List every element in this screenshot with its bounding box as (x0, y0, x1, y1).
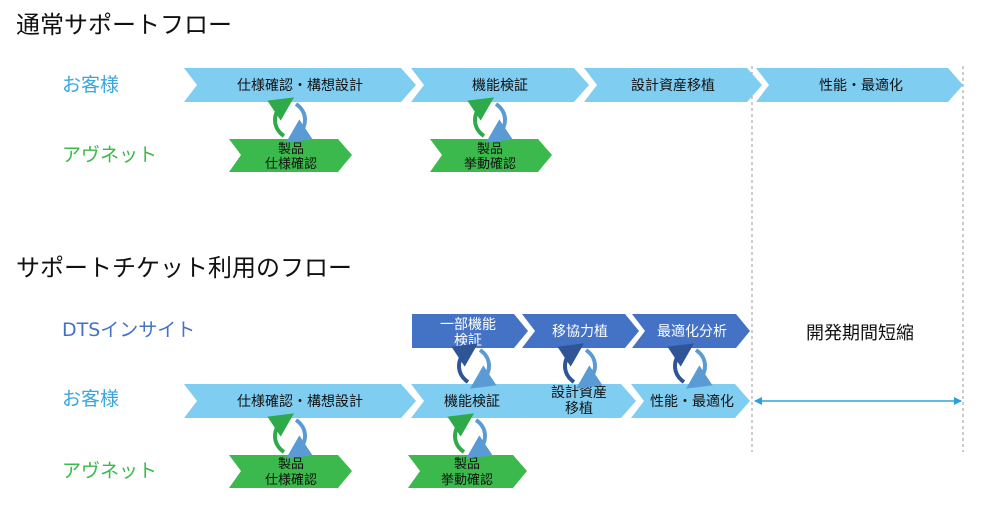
dts-step-3: 最適化分析 (632, 314, 750, 348)
normal-customer-step-1-label: 仕様確認・構想設計 (237, 78, 363, 94)
normal-customer-step-4: 性能・最適化 (756, 68, 963, 102)
normal-avnet-step-1: 製品 仕様確認 (229, 139, 352, 172)
normal-avnet-step-2-line1: 製品 (477, 142, 503, 157)
normal-avnet-step-1-line2: 仕様確認 (265, 156, 317, 172)
cycle-arrow-icon (267, 413, 313, 459)
normal-customer-step-4-label: 性能・最適化 (819, 77, 903, 94)
normal-customer-step-2: 機能検証 (411, 68, 589, 102)
shortened-period-label: 開発期間短縮 (806, 323, 914, 344)
ticket-customer-step-3-line1: 設計資産 (551, 385, 607, 401)
ticket-avnet-step-2: 製品 挙動確認 (408, 455, 527, 488)
ticket-customer-lane-label: お客様 (62, 388, 119, 410)
normal-customer-step-3-label: 設計資産移植 (631, 78, 715, 94)
ticket-avnet-step-2-line2: 挙動確認 (441, 472, 493, 488)
dts-lane-label: DTSインサイト (62, 319, 195, 341)
ticket-avnet-step-1-line2: 仕様確認 (265, 472, 317, 488)
dts-step-2: 移協力植 (522, 314, 639, 348)
dts-step-1-line2: 検証 (454, 333, 482, 349)
ticket-customer-step-2: 機能検証 (411, 384, 537, 418)
ticket-avnet-lane-label: アヴネット (62, 460, 157, 482)
cycle-arrow-icon (267, 97, 313, 143)
ticket-avnet-step-1: 製品 仕様確認 (229, 455, 352, 488)
ticket-avnet-step-2-line1: 製品 (454, 457, 480, 472)
ticket-customer-step-1-label: 仕様確認・構想設計 (237, 394, 363, 410)
ticket-customer-step-2-label: 機能検証 (444, 394, 500, 410)
ticket-customer-step-3-line2: 移植 (565, 401, 593, 417)
normal-avnet-step-2-line2: 挙動確認 (464, 156, 516, 172)
dts-step-1: 一部機能 検証 (412, 314, 528, 349)
ticket-customer-step-4-label: 性能・最適化 (650, 393, 734, 410)
dts-step-1-line1: 一部機能 (440, 317, 496, 333)
cycle-arrow-icon (451, 343, 497, 389)
cycle-arrow-icon (467, 97, 513, 143)
normal-customer-step-2-label: 機能検証 (472, 78, 528, 94)
cycle-arrow-icon (557, 343, 603, 389)
ticket-flow-title: サポートチケット利用のフロー (16, 254, 352, 282)
dts-step-2-label: 移協力植 (552, 324, 608, 340)
normal-avnet-step-1-line1: 製品 (278, 142, 304, 157)
normal-customer-step-1: 仕様確認・構想設計 (184, 68, 416, 102)
normal-customer-lane-label: お客様 (62, 74, 119, 96)
normal-customer-step-3: 設計資産移植 (584, 68, 762, 102)
normal-avnet-lane-label: アヴネット (62, 144, 157, 166)
ticket-avnet-step-1-line1: 製品 (278, 457, 304, 472)
cycle-arrow-icon (667, 343, 713, 389)
ticket-customer-step-3: 設計資産 移植 (522, 384, 636, 418)
normal-flow-title: 通常サポートフロー (16, 11, 232, 39)
ticket-customer-step-1: 仕様確認・構想設計 (184, 384, 416, 418)
cycle-arrow-icon (447, 413, 493, 459)
dts-step-3-label: 最適化分析 (657, 323, 727, 340)
ticket-customer-step-4: 性能・最適化 (631, 384, 750, 418)
normal-avnet-step-2: 製品 挙動確認 (430, 139, 552, 172)
